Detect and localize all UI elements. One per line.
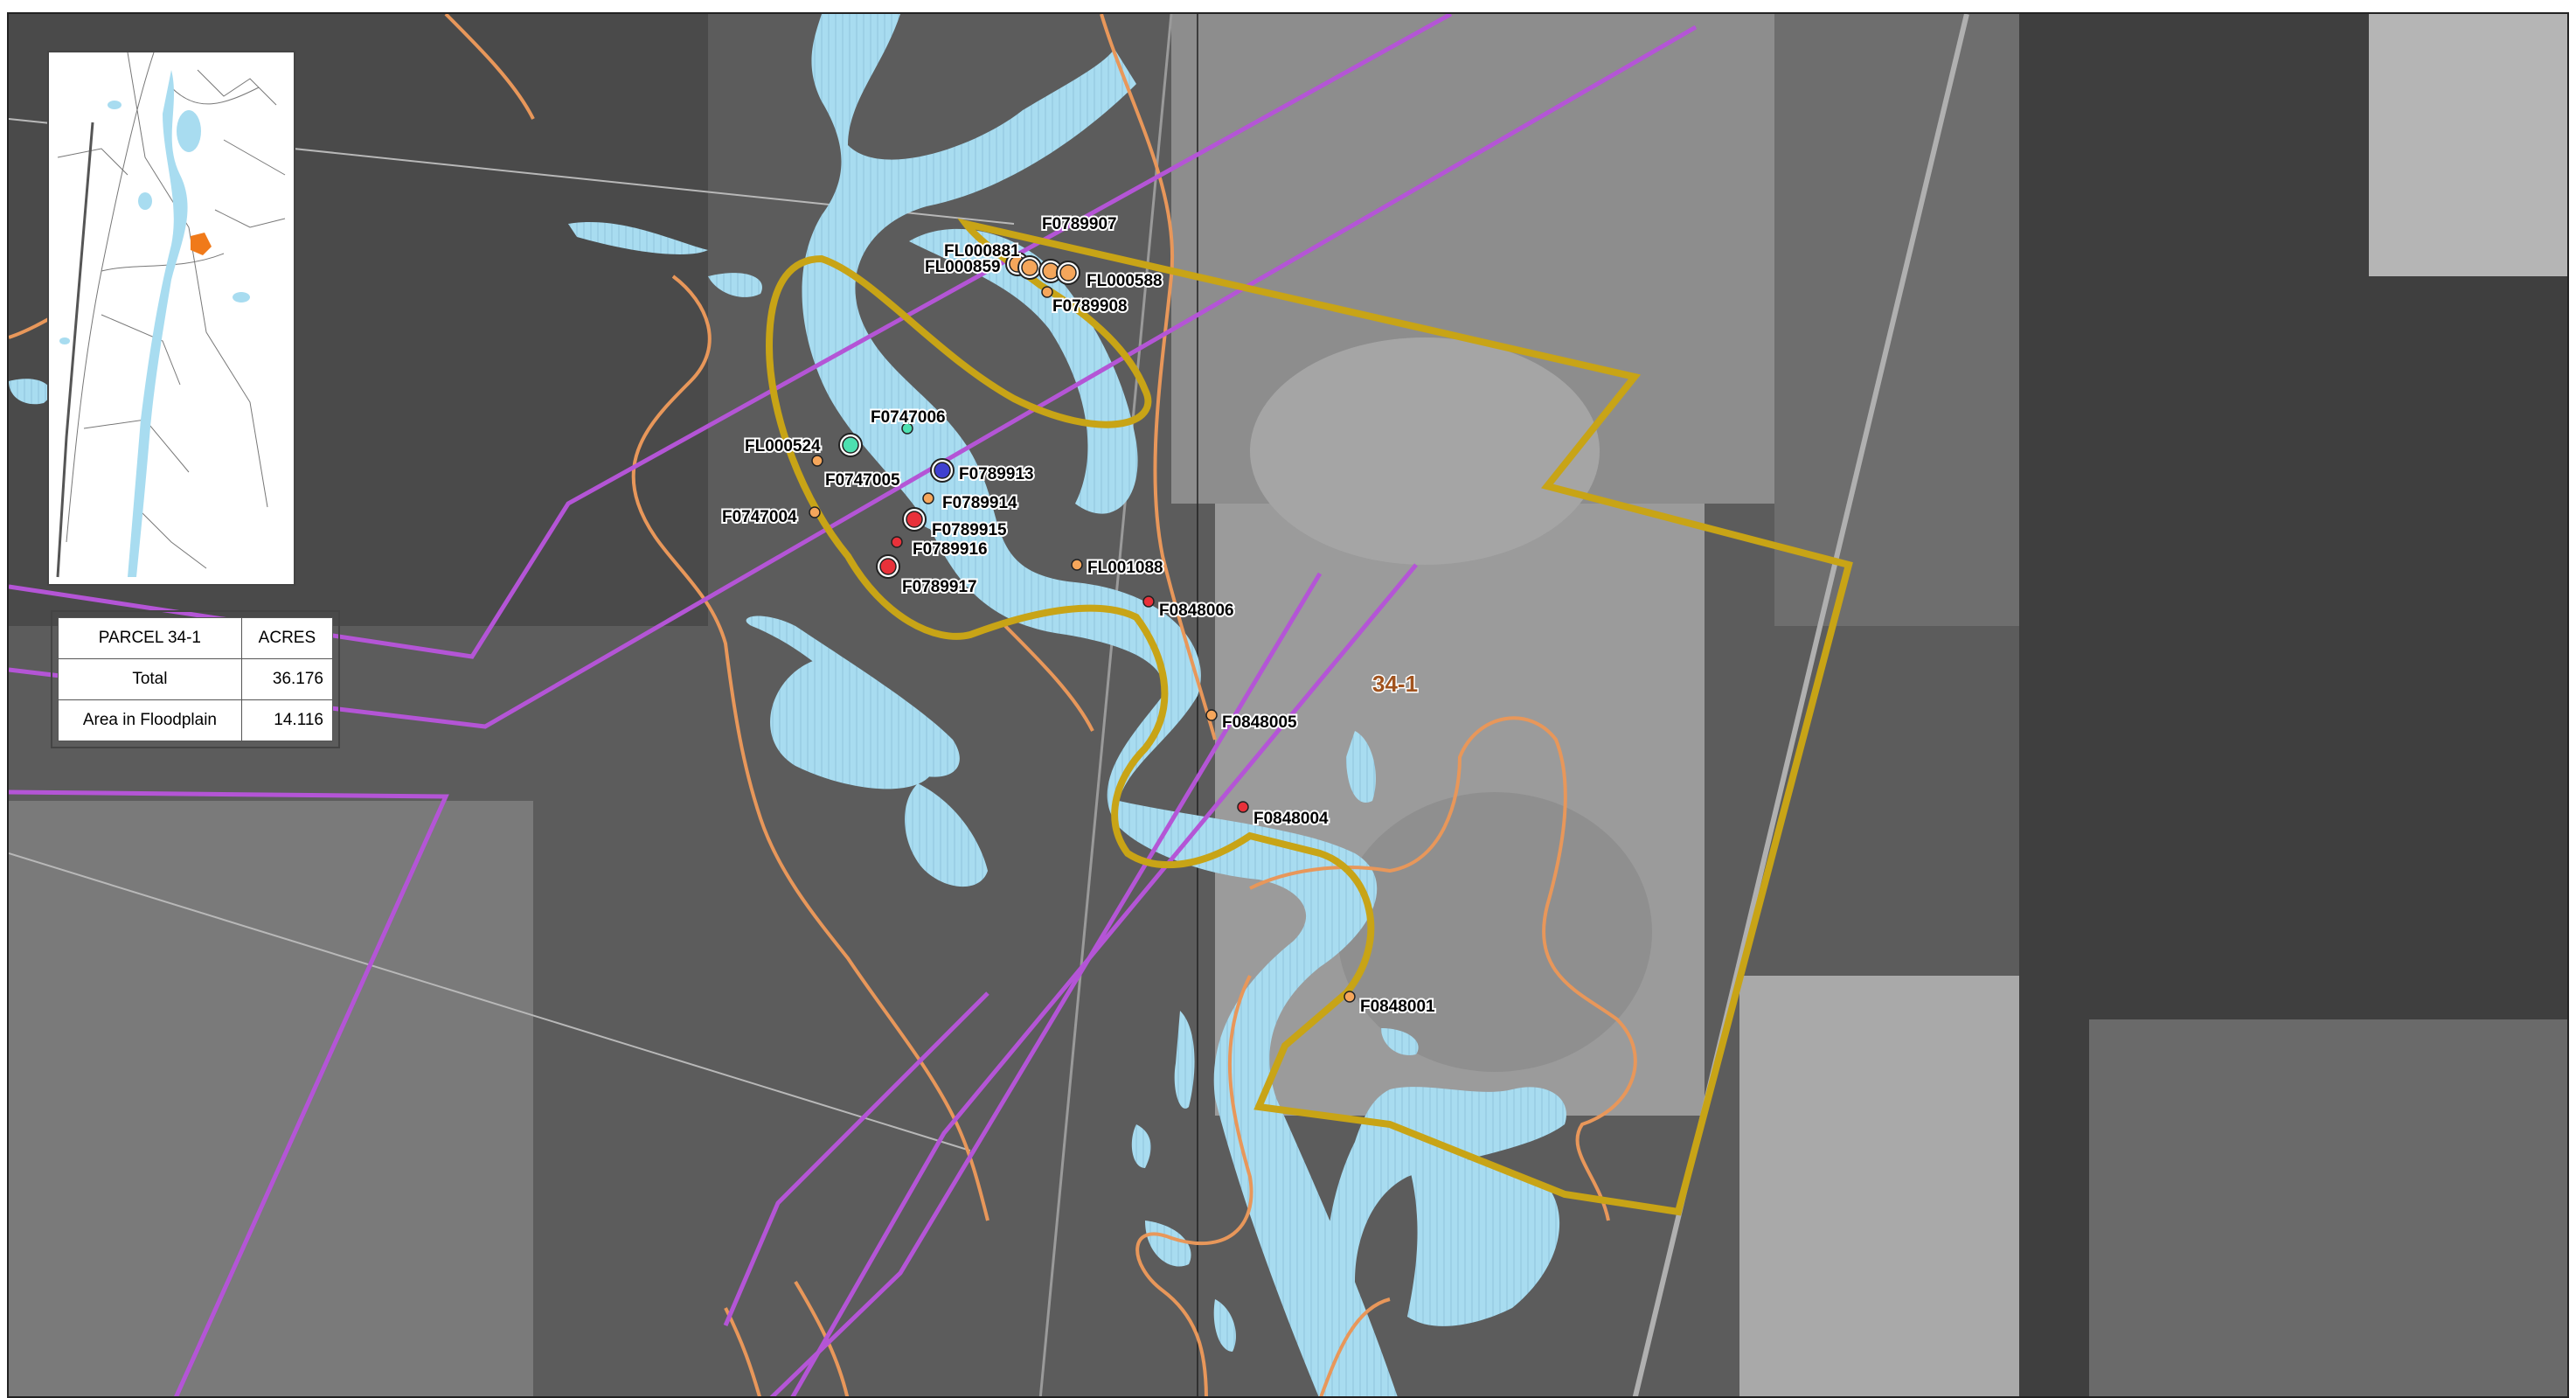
sample-point-marker[interactable]: F0848005: [1205, 709, 1299, 734]
sample-point-marker[interactable]: FL000588: [1056, 261, 1164, 292]
table-header-row: PARCEL 34-1 ACRES: [58, 617, 334, 659]
sample-point-marker[interactable]: F0789907: [1038, 213, 1119, 283]
sample-point-marker[interactable]: F0789916: [891, 536, 989, 560]
parcel-label: 34-1: [1372, 671, 1418, 697]
sample-point-marker[interactable]: FL000859: [923, 255, 1042, 280]
row-label: Total: [58, 658, 242, 700]
sample-marker-dot: [934, 462, 951, 479]
sample-point-marker[interactable]: FL000524: [743, 433, 863, 457]
sample-point-marker[interactable]: F0848006: [1142, 595, 1236, 622]
sample-point-marker[interactable]: F0789915: [902, 507, 1009, 541]
sample-marker-dot: [1205, 709, 1218, 721]
table-row: Area in Floodplain 14.116: [58, 699, 334, 741]
sample-point-marker[interactable]: FL001088: [1071, 557, 1165, 579]
sample-marker-dot: [906, 511, 923, 528]
sample-point-label: FL000588: [1087, 272, 1163, 290]
sample-marker-dot: [1059, 264, 1077, 282]
aerial-imagery: [9, 14, 2567, 1396]
parcel-acreage-table: PARCEL 34-1 ACRES Total 36.176 Area in F…: [51, 610, 340, 748]
sample-point-marker[interactable]: F0747006: [869, 407, 948, 435]
sample-point-label: FL000859: [925, 258, 1001, 276]
row-value: 36.176: [240, 658, 334, 700]
sample-point-label: F0747006: [871, 408, 946, 427]
parcel-location-marker: [191, 233, 212, 255]
sample-marker-dot: [879, 558, 897, 575]
sample-point-label: F0789908: [1052, 297, 1128, 316]
sample-marker-dot: [922, 492, 934, 504]
sample-marker-dot: [901, 422, 913, 435]
sample-point-marker[interactable]: F0789908: [1041, 286, 1129, 317]
sample-point-label: F0848006: [1159, 602, 1234, 620]
sample-marker-dot: [1021, 259, 1038, 276]
sample-point-label: F0789916: [913, 540, 988, 559]
sample-marker-dot: [809, 506, 821, 518]
sample-point-label: F0789913: [959, 465, 1034, 483]
sample-marker-dot: [1237, 801, 1249, 813]
water-features: [9, 14, 1566, 1396]
sample-point-marker[interactable]: F0747005: [811, 455, 902, 491]
row-label: Area in Floodplain: [58, 699, 242, 741]
table-header-acres: ACRES: [240, 617, 334, 659]
sample-point-label: FL001088: [1087, 559, 1163, 577]
table-header-parcel: PARCEL 34-1: [58, 617, 242, 659]
sample-point-label: F0789907: [1042, 215, 1117, 233]
sample-point-label: F0747005: [825, 471, 900, 490]
sample-point-label: F0789917: [902, 578, 977, 596]
sample-marker-dot: [1071, 559, 1083, 571]
sample-marker-dot: [891, 536, 903, 548]
sample-point-marker[interactable]: F0848004: [1237, 801, 1330, 830]
sample-point-label: F0848005: [1222, 713, 1297, 732]
location-inset-map: [47, 51, 295, 586]
sample-point-label: F0747004: [722, 508, 797, 526]
table-row: Total 36.176: [58, 658, 334, 700]
sample-marker-dot: [842, 436, 859, 454]
sample-point-marker[interactable]: F0789913: [930, 458, 1036, 485]
sample-marker-dot: [1344, 991, 1356, 1003]
sample-point-label: FL000524: [745, 437, 821, 456]
sample-point-label: F0789914: [942, 494, 1017, 512]
row-value: 14.116: [240, 699, 334, 741]
sample-marker-dot: [811, 455, 823, 467]
parcel-boundaries: [765, 218, 1853, 1216]
sample-point-label: FL000881: [944, 242, 1020, 261]
sample-point-marker[interactable]: F0789914: [922, 492, 1019, 514]
sample-marker-dot: [1041, 286, 1053, 298]
sample-marker-dot: [1142, 595, 1155, 608]
parcel-34-1-boundary: [765, 218, 1853, 1216]
sample-point-marker[interactable]: F0747004: [720, 506, 821, 528]
sample-point-marker[interactable]: F0848001: [1344, 991, 1437, 1018]
sample-point-marker[interactable]: F0789917: [876, 554, 979, 598]
sample-point-label: F0848004: [1253, 810, 1329, 828]
sample-point-label: F0789915: [932, 521, 1007, 539]
sample-point-label: F0848001: [1360, 998, 1435, 1016]
